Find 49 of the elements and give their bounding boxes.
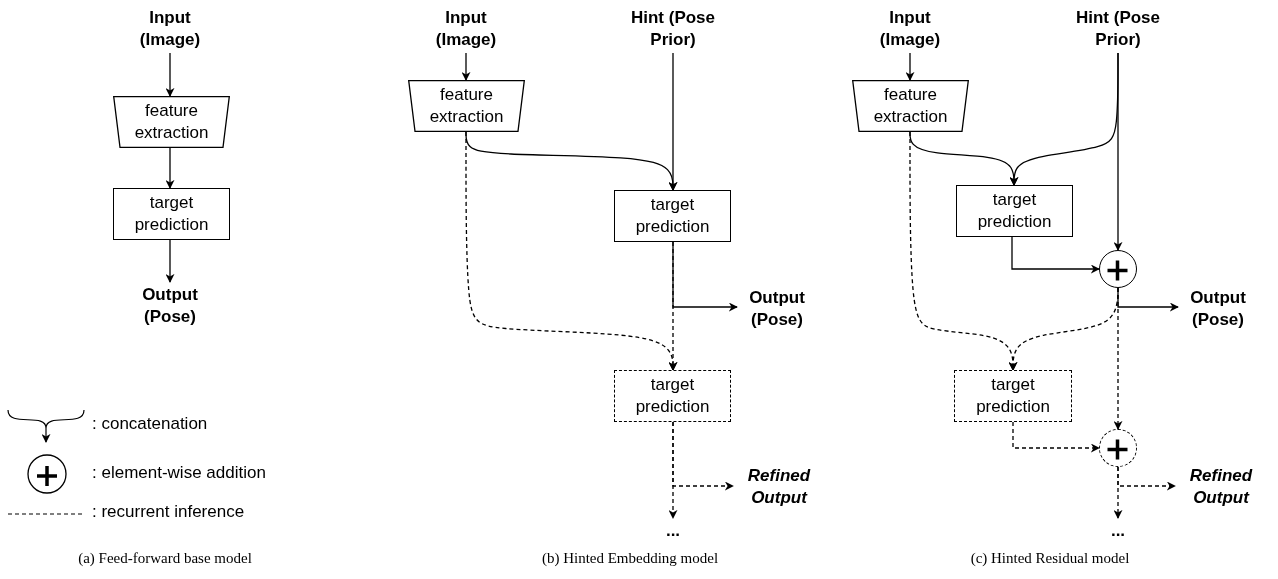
io-label: Refined Output: [1175, 462, 1267, 512]
arrow: [1113, 466, 1123, 519]
arrow: [1011, 236, 1100, 274]
box-label: target prediction: [634, 194, 711, 238]
arrow: [1113, 287, 1123, 430]
process-box: [614, 370, 731, 422]
box-label: target prediction: [133, 192, 210, 236]
legend-text: : recurrent inference: [92, 502, 245, 522]
feature-extraction-trapezoid: [113, 96, 230, 148]
arrow: [1113, 52, 1123, 251]
arrow: [165, 52, 175, 97]
process-box: [956, 185, 1073, 237]
box-label: feature extraction: [133, 100, 210, 144]
io-label: Input (Image): [120, 5, 220, 53]
arrow: [165, 239, 175, 283]
legend-text: : element-wise addition: [92, 463, 266, 483]
process-box: [954, 370, 1072, 422]
arrow: [461, 52, 471, 81]
arrow: [668, 421, 678, 519]
io-label: ...: [1098, 518, 1138, 544]
process-box: [614, 190, 731, 242]
process-box: [113, 188, 230, 240]
io-label: Output (Pose): [125, 282, 215, 330]
box-label: feature extraction: [872, 84, 949, 128]
arrow: [668, 52, 678, 191]
box-label: target prediction: [975, 374, 1051, 418]
caption: (c) Hinted Residual model: [970, 550, 1130, 567]
io-label: Input (Image): [860, 5, 960, 53]
io-label: Input (Image): [416, 5, 516, 53]
caption: (b) Hinted Embedding model: [541, 550, 719, 567]
io-label: Hint (Pose Prior): [1053, 5, 1183, 53]
arrow: [905, 52, 915, 81]
arrow: [165, 147, 175, 189]
feature-extraction-trapezoid: [852, 80, 969, 132]
io-label: ...: [653, 518, 693, 544]
box-label: target prediction: [634, 374, 711, 418]
legend-text: : concatenation: [92, 414, 208, 434]
addition-circle: [1099, 250, 1137, 288]
io-label: Output (Pose): [1178, 285, 1258, 333]
feature-extraction-trapezoid: [408, 80, 525, 132]
box-label: target prediction: [976, 189, 1053, 233]
io-label: Hint (Pose Prior): [608, 5, 738, 53]
addition-circle: [1099, 429, 1137, 467]
io-label: Output (Pose): [737, 285, 817, 333]
caption: (a) Feed-forward base model: [78, 550, 252, 567]
arrow: [1012, 421, 1100, 453]
io-label: Refined Output: [733, 462, 825, 512]
arrow: [668, 241, 678, 371]
box-label: feature extraction: [428, 84, 505, 128]
